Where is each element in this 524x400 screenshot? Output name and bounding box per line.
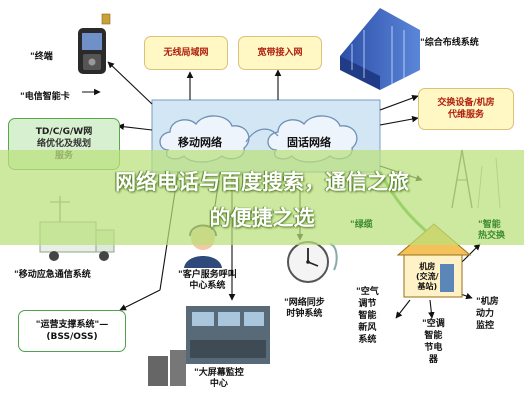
ac-saver-label: "空调智能节电器 — [422, 319, 445, 365]
house-icon[interactable] — [396, 223, 472, 298]
clock-icon[interactable] — [287, 241, 338, 283]
overlay-title-line1: 网络电话与百度搜索，通信之旅 — [115, 170, 409, 194]
building-icon[interactable] — [340, 8, 420, 90]
air-fresh-label: "空气调节智能新风系统 — [356, 287, 379, 345]
bss-oss-box[interactable]: "运营支撑系统"— (BSS/OSS) — [18, 310, 126, 352]
exchange-box[interactable]: 交换设备/机房 代维服务 — [418, 88, 514, 130]
telecom-card-label: "电信智能卡 — [20, 92, 70, 102]
overlay-title-line2: 的便捷之选 — [209, 206, 315, 230]
house-label: 机房(交流/基站) — [416, 262, 439, 291]
cloud-link-curve — [245, 128, 279, 143]
wlan-box[interactable]: 无线局域网 — [144, 36, 228, 70]
mobile-emergency-label: "移动应急通信系统 — [14, 270, 91, 280]
clock-sync-label: "网络同步时钟系统 — [284, 298, 325, 319]
mobile-phone-icon[interactable] — [78, 28, 106, 74]
server-cabinet-icon — [148, 350, 186, 386]
mobile-net-label: 移动网络 — [178, 136, 222, 149]
call-center-label: "客户服务呼叫中心系统 — [178, 270, 237, 291]
title-banner — [0, 150, 524, 245]
broadband-box[interactable]: 宽带接入网 — [238, 36, 322, 70]
sim-card-icon — [101, 13, 111, 25]
fixed-net-label: 固话网络 — [287, 136, 331, 149]
smart-heat-label: "智能热交换 — [478, 220, 506, 241]
cabling-label: "综合布线系统 — [420, 38, 479, 48]
screen-monitor-label: "大屏幕監控中心 — [194, 368, 244, 389]
control-room-icon[interactable] — [186, 306, 270, 364]
terminal-label: "终端 — [30, 52, 53, 62]
power-monitor-label: "机房动力监控 — [476, 297, 499, 331]
green-cable-label: "绿缆 — [350, 220, 373, 230]
